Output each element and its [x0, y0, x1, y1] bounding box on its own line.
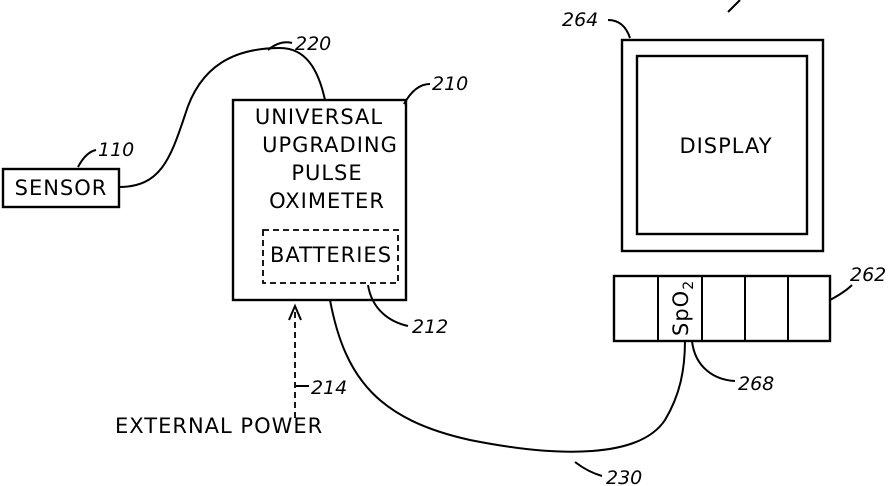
- display-ref: 264: [562, 9, 598, 31]
- external-power-ref: 214: [311, 377, 347, 399]
- spo2-label-sub: 2: [681, 280, 697, 290]
- top-pointer: [728, 0, 740, 12]
- monitor-cable-ref-leader: [575, 462, 602, 476]
- oximeter-ref: 210: [432, 73, 468, 95]
- display-label: DISPLAY: [679, 134, 772, 158]
- sensor-cable-ref: 220: [295, 33, 331, 55]
- module-rack-ref: 262: [850, 264, 886, 286]
- oximeter-line-4: OXIMETER: [269, 189, 385, 213]
- oximeter-line-1: UNIVERSAL: [255, 105, 383, 129]
- sensor-ref-leader: [78, 150, 96, 167]
- monitor-cable-ref: 230: [606, 467, 642, 486]
- oximeter-line-2: UPGRADING: [262, 133, 398, 157]
- display-ref-leader: [608, 20, 630, 38]
- oximeter-line-3: PULSE: [291, 161, 362, 185]
- batteries-ref: 212: [412, 316, 448, 338]
- sensor-label: SENSOR: [15, 176, 108, 200]
- module-rack-ref-leader: [830, 285, 852, 300]
- external-power-label: EXTERNAL POWER: [115, 414, 323, 438]
- batteries-label: BATTERIES: [270, 243, 392, 267]
- spo2-label-main: SpO: [669, 290, 693, 336]
- spo2-label: SpO2: [669, 280, 697, 336]
- monitor-cable: [330, 300, 685, 452]
- module-rack: [614, 276, 830, 341]
- spo2-ref: 268: [738, 373, 774, 395]
- oximeter-ref-leader: [404, 84, 430, 104]
- spo2-ref-leader: [692, 341, 735, 381]
- sensor-ref: 110: [98, 139, 134, 161]
- batteries-ref-leader: [368, 285, 408, 326]
